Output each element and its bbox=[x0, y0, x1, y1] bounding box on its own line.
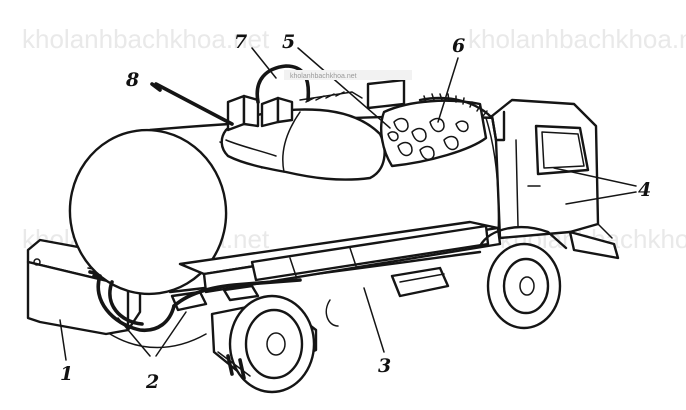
callout-2: 2 bbox=[145, 371, 159, 393]
leader-2b bbox=[155, 311, 187, 357]
chassis-frame bbox=[178, 220, 502, 298]
leader-1 bbox=[59, 319, 67, 361]
leader-3 bbox=[363, 287, 385, 353]
rear-wheel bbox=[210, 294, 318, 394]
leader-4b bbox=[565, 191, 637, 205]
callout-3: 3 bbox=[378, 355, 391, 377]
leader-6 bbox=[437, 57, 459, 123]
leader-7 bbox=[251, 47, 277, 79]
leader-lines bbox=[59, 47, 637, 361]
watermark-center-small: kholanhbachkhoa.net bbox=[290, 73, 357, 80]
callout-5: 5 bbox=[282, 31, 295, 53]
callout-8: 8 bbox=[125, 69, 139, 91]
leader-2a bbox=[117, 317, 151, 357]
callout-6: 6 bbox=[452, 35, 465, 57]
front-wheel bbox=[478, 225, 568, 330]
leader-5 bbox=[297, 47, 391, 129]
watermark-strip bbox=[284, 70, 412, 80]
suction-hoses bbox=[96, 274, 339, 349]
leader-8 bbox=[154, 82, 234, 126]
watermark-top-left: kholanhbachkhoa.net bbox=[22, 24, 270, 54]
callout-1: 1 bbox=[60, 363, 73, 385]
leader-4a bbox=[553, 167, 637, 187]
watermark-top-right: kholanhbachkhoa.net bbox=[468, 24, 686, 54]
debris-hopper bbox=[366, 78, 496, 168]
callout-4: 4 bbox=[638, 179, 651, 201]
callout-7: 7 bbox=[234, 31, 247, 53]
